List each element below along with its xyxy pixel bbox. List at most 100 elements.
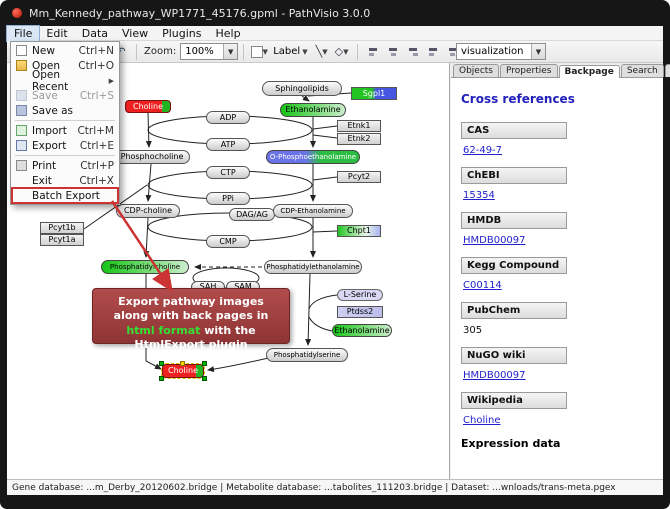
node-ctp[interactable]: CTP bbox=[206, 166, 250, 179]
submenu-arrow-icon: ▶ bbox=[108, 76, 114, 85]
annotation-highlight-text: html format bbox=[126, 323, 201, 337]
node-adp[interactable]: ADP bbox=[206, 111, 250, 124]
node-choline[interactable]: Choline bbox=[125, 100, 171, 113]
align-top-button[interactable] bbox=[423, 43, 443, 61]
node-pcyt1b[interactable]: Pcyt1b bbox=[40, 222, 84, 234]
annotation-text: with the HtmlExport plugin bbox=[134, 323, 256, 351]
rotation-handle[interactable] bbox=[180, 361, 185, 366]
align-center-button[interactable] bbox=[383, 43, 403, 61]
node-cdp-ethanolamine[interactable]: CDP-Ethanolamine bbox=[273, 204, 353, 218]
tab-legend[interactable]: Legend bbox=[664, 64, 670, 77]
node-phosphocholine[interactable]: Phosphocholine bbox=[114, 150, 190, 164]
node-phosphatidylcholine[interactable]: Phosphatidylcholine bbox=[101, 260, 189, 274]
selection-handle[interactable] bbox=[202, 361, 207, 366]
tab-properties[interactable]: Properties bbox=[500, 64, 558, 77]
file-menu-label: Print bbox=[32, 159, 57, 172]
selection-handle[interactable] bbox=[159, 376, 164, 381]
file-menu-item-batch-export[interactable]: Batch Export bbox=[11, 187, 119, 204]
chevron-down-icon[interactable]: ▼ bbox=[223, 44, 238, 59]
node-atp[interactable]: ATP bbox=[206, 138, 250, 151]
align-left-button[interactable] bbox=[363, 43, 383, 61]
save-icon bbox=[16, 90, 27, 101]
annotation-text: Export pathway images along with back pa… bbox=[113, 295, 269, 323]
cross-reference-link[interactable]: C00114 bbox=[463, 280, 502, 291]
label-tool-text: Label bbox=[273, 46, 301, 57]
selection-handle[interactable] bbox=[159, 361, 164, 366]
label-tool-button[interactable]: Label▼ bbox=[273, 46, 308, 57]
menu-data[interactable]: Data bbox=[81, 26, 108, 40]
node-etnk1[interactable]: Etnk1 bbox=[337, 120, 381, 132]
file-menu-item-new[interactable]: New Ctrl+N bbox=[12, 43, 118, 58]
file-menu-item-save-as[interactable]: Save as bbox=[12, 103, 118, 118]
node-phosphatidylethanolamine[interactable]: Phosphatidylethanolamine bbox=[264, 260, 362, 274]
menu-plugins[interactable]: Plugins bbox=[162, 26, 202, 40]
tab-search[interactable]: Search bbox=[620, 64, 664, 77]
node-ptdss2[interactable]: Ptdss2 bbox=[337, 306, 383, 318]
align-middle-button[interactable] bbox=[443, 43, 463, 61]
node-sphingolipids[interactable]: Sphingolipids bbox=[262, 81, 342, 96]
file-menu-label: New bbox=[32, 44, 55, 57]
node-chpt1[interactable]: Chpt1 bbox=[337, 225, 381, 237]
node-l-serine[interactable]: L-Serine bbox=[337, 289, 383, 301]
tab-backpage[interactable]: Backpage bbox=[558, 65, 620, 78]
node-o-phosphoethanolamine[interactable]: O-Phosphoethanolamine bbox=[266, 150, 360, 164]
cross-reference-link[interactable]: HMDB00097 bbox=[463, 235, 526, 246]
menu-view[interactable]: View bbox=[122, 26, 149, 40]
backpage-heading: Cross references bbox=[461, 92, 575, 106]
menu-file[interactable]: File bbox=[5, 24, 41, 42]
cross-reference-value: 305 bbox=[463, 325, 483, 336]
selection-handle[interactable] bbox=[202, 376, 207, 381]
node-ethanolamine[interactable]: Ethanolamine bbox=[332, 324, 392, 337]
new-icon bbox=[16, 45, 27, 56]
backpage-section-header: PubChem bbox=[461, 302, 567, 319]
datanode-icon bbox=[250, 45, 263, 58]
node-sgpl1[interactable]: Sgpl1 bbox=[351, 87, 397, 100]
file-menu-label: Open Recent bbox=[32, 68, 69, 93]
align-middle-icon bbox=[448, 47, 457, 56]
align-right-button[interactable] bbox=[403, 43, 423, 61]
file-menu-item-open-recent[interactable]: Open Recent ▶ bbox=[12, 69, 118, 93]
line-tool-button[interactable]: ╲▼ bbox=[315, 45, 328, 58]
node-phosphatidylserine[interactable]: Phosphatidylserine bbox=[266, 348, 348, 362]
node-ethanolamine[interactable]: Ethanolamine bbox=[280, 103, 346, 117]
cross-reference-link[interactable]: 62-49-7 bbox=[463, 145, 503, 156]
undo-button[interactable]: ↶ bbox=[111, 43, 131, 61]
file-menu-label: Export bbox=[32, 139, 67, 152]
node-cmp[interactable]: CMP bbox=[206, 235, 250, 248]
node-choline[interactable]: Choline bbox=[161, 363, 205, 379]
backpage-section-pubchem: PubChem 305 bbox=[461, 302, 653, 336]
node-dag-ag[interactable]: DAG/AG bbox=[229, 208, 275, 221]
shape-tool-icon: ◇ bbox=[334, 45, 344, 58]
cross-reference-link[interactable]: Choline bbox=[463, 415, 501, 426]
node-pcyt1a[interactable]: Pcyt1a bbox=[40, 234, 84, 246]
zoom-combo[interactable]: 100% ▼ bbox=[180, 43, 239, 60]
menu-help[interactable]: Help bbox=[215, 26, 241, 40]
tab-objects[interactable]: Objects bbox=[453, 64, 500, 77]
node-etnk2[interactable]: Etnk2 bbox=[337, 133, 381, 145]
toolbar: ↶ Zoom: 100% ▼ ▼ Label▼ ╲▼ ◇▼ visualizat… bbox=[7, 41, 663, 63]
cross-reference-link[interactable]: HMDB00097 bbox=[463, 370, 526, 381]
shape-tool-button[interactable]: ◇▼ bbox=[334, 45, 349, 58]
datanode-tool-button[interactable]: ▼ bbox=[249, 43, 269, 61]
node-cdp-choline[interactable]: CDP-choline bbox=[116, 204, 180, 218]
node-pcyt2[interactable]: Pcyt2 bbox=[337, 171, 381, 183]
title-bar[interactable]: Mm_Kennedy_pathway_WP1771_45176.gpml - P… bbox=[0, 0, 670, 26]
status-bar: Gene database: ...m_Derby_20120602.bridg… bbox=[7, 479, 663, 495]
visualization-combo[interactable]: visualization ▼ bbox=[456, 43, 546, 60]
line-tool-icon: ╲ bbox=[315, 45, 323, 58]
chevron-down-icon[interactable]: ▼ bbox=[531, 44, 545, 59]
node-ppi[interactable]: PPi bbox=[206, 192, 250, 205]
import-icon bbox=[16, 125, 27, 136]
file-menu-shortcut: Ctrl+N bbox=[78, 44, 114, 57]
menu-edit[interactable]: Edit bbox=[46, 26, 68, 40]
cross-reference-link[interactable]: 15354 bbox=[463, 190, 495, 201]
